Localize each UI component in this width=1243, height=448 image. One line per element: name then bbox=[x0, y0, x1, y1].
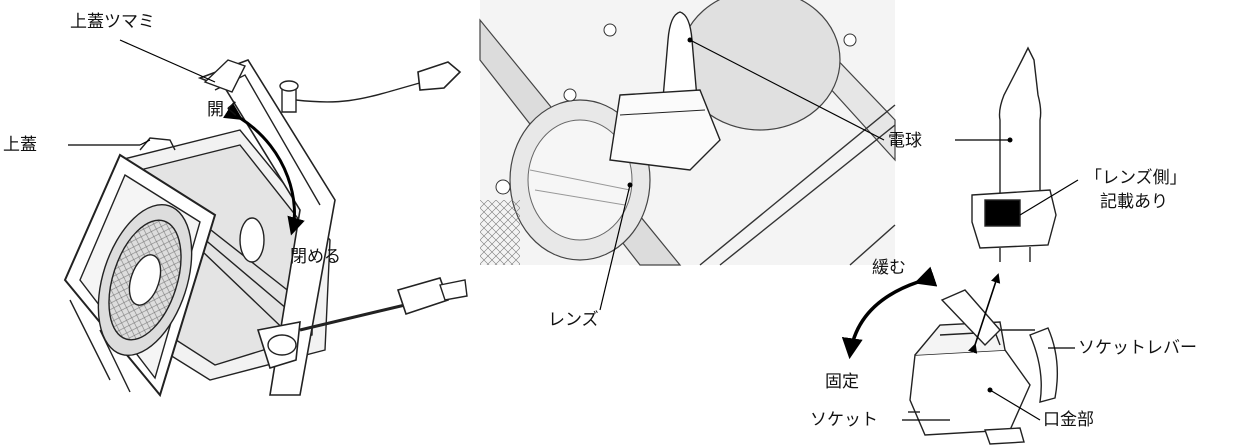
lens-side-leader-line bbox=[1019, 179, 1079, 216]
bulb-socket-illustration bbox=[908, 46, 1059, 445]
lens-label: レンズ bbox=[548, 310, 599, 330]
lens-side-label-line1: 「レンズ側」 bbox=[1085, 168, 1187, 188]
base-part-leader-line bbox=[989, 389, 1041, 421]
lid-knob-label: 上蓋ツマミ bbox=[70, 12, 155, 32]
close-label: 閉める bbox=[290, 247, 341, 267]
open-close-arrow bbox=[223, 102, 305, 236]
lamp-housing-illustration bbox=[479, 0, 896, 266]
socket-label: ソケット bbox=[810, 410, 878, 430]
bulb-label: 電球 bbox=[888, 131, 922, 151]
lid-label: 上蓋 bbox=[3, 135, 37, 155]
insert-arrow bbox=[968, 273, 1001, 354]
base-part-label: 口金部 bbox=[1043, 410, 1094, 430]
fixture-illustration bbox=[63, 59, 468, 398]
fix-label: 固定 bbox=[825, 372, 859, 392]
loosen-fix-arrow bbox=[841, 266, 938, 360]
lens-leader-line bbox=[599, 184, 631, 311]
lens-side-label-line2: 記載あり bbox=[1100, 192, 1168, 212]
socket-lever-label: ソケットレバー bbox=[1078, 338, 1197, 358]
lid-knob-leader-line bbox=[119, 39, 216, 83]
open-label: 開く bbox=[207, 100, 241, 120]
bulb-leader-line bbox=[689, 39, 885, 141]
loosen-label: 緩む bbox=[872, 258, 906, 278]
